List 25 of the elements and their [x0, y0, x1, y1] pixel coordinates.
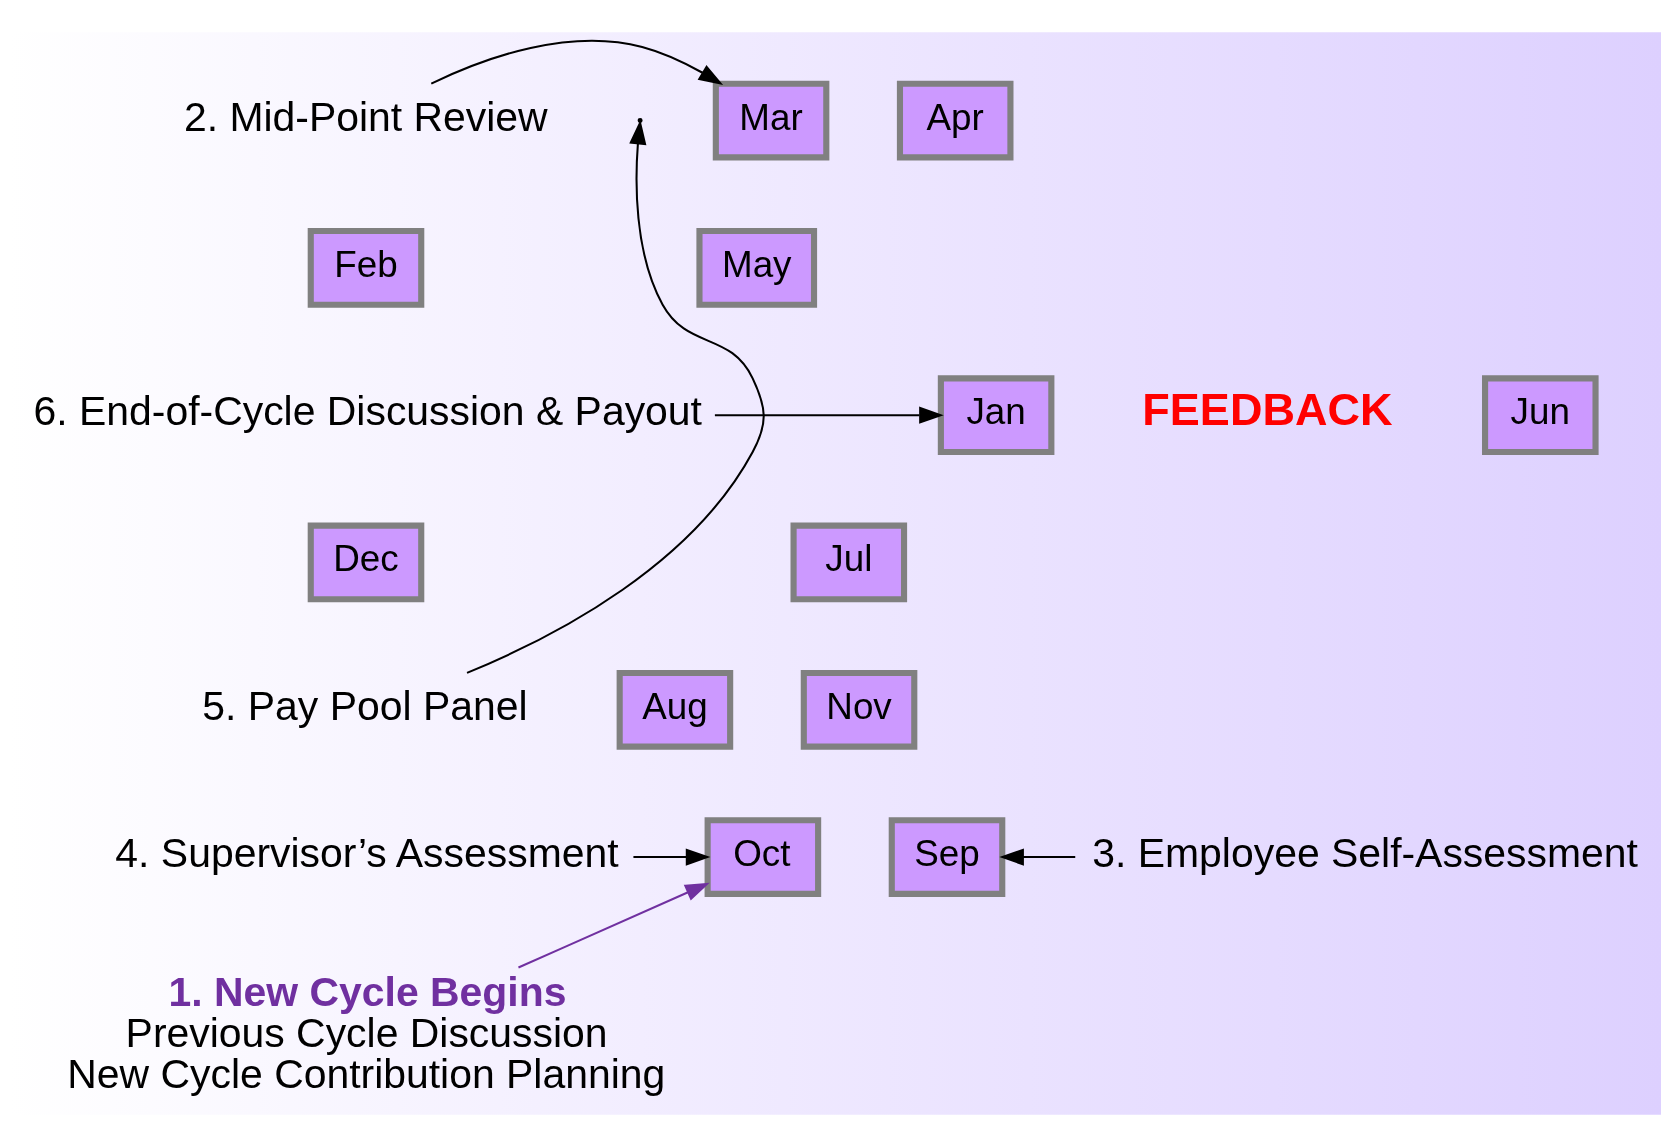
arrow	[998, 848, 1075, 866]
node-box: Nov	[800, 669, 917, 750]
arrow	[714, 406, 944, 424]
node-box: Jan	[937, 375, 1054, 456]
arrow	[517, 882, 710, 969]
arrow	[430, 39, 723, 86]
node-box: Dec	[307, 522, 424, 603]
node-text: 4. Supervisor’s Assessment	[114, 830, 619, 877]
node-box: Jun	[1481, 375, 1599, 456]
node-text: 6. End-of-Cycle Discussion & Payout	[33, 388, 702, 435]
node-box: Mar	[712, 80, 829, 161]
node-box: Apr	[896, 80, 1013, 161]
node-text: 3. Employee Self-Assessment	[1091, 830, 1638, 877]
node-box: Sep	[888, 817, 1005, 897]
node-box: Aug	[616, 669, 733, 750]
node-text: FEEDBACK	[1141, 383, 1392, 435]
node-box: Oct	[704, 817, 821, 897]
arrow	[632, 848, 710, 866]
arrow	[466, 119, 765, 674]
node-box: Feb	[307, 228, 424, 308]
node-text: 2. Mid-Point Review	[183, 93, 548, 140]
node-text: 1. New Cycle Begins Previous Cycle Discussion New Cycle Contribution Planning	[66, 969, 665, 1098]
node-box: May	[695, 228, 817, 308]
node-box: Jul	[790, 522, 907, 603]
node-text: 5. Pay Pool Panel	[201, 683, 528, 729]
